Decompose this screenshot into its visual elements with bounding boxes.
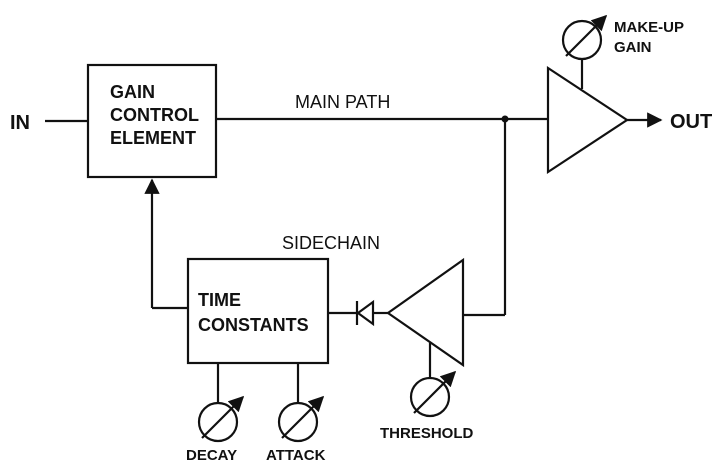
threshold-pot-icon [409, 370, 457, 418]
makeup-gain-pot-icon [561, 14, 608, 61]
attack-label: ATTACK [266, 447, 326, 464]
diode-icon [355, 299, 375, 327]
sidechain-amplifier [386, 257, 465, 368]
time-constants-label-1: TIME [198, 290, 241, 310]
sidechain-label: SIDECHAIN [282, 233, 380, 253]
gain-control-label-2: CONTROL [110, 105, 199, 125]
attack-pot-icon [277, 395, 325, 443]
gain-control-element-box [86, 63, 218, 179]
output-amplifier [546, 65, 630, 175]
in-label: IN [10, 112, 30, 134]
time-constants-label-2: CONSTANTS [198, 315, 309, 335]
makeup-gain-label-2: GAIN [614, 39, 652, 56]
threshold-label: THRESHOLD [380, 425, 474, 442]
time-constants-box [186, 257, 330, 365]
decay-label: DECAY [186, 447, 237, 464]
out-label: OUT [670, 111, 712, 133]
gain-control-label-3: ELEMENT [110, 128, 196, 148]
decay-pot-icon [197, 395, 245, 443]
makeup-gain-label-1: MAKE-UP [614, 19, 684, 36]
gain-control-label-1: GAIN [110, 82, 155, 102]
main-path-label: MAIN PATH [295, 92, 390, 112]
